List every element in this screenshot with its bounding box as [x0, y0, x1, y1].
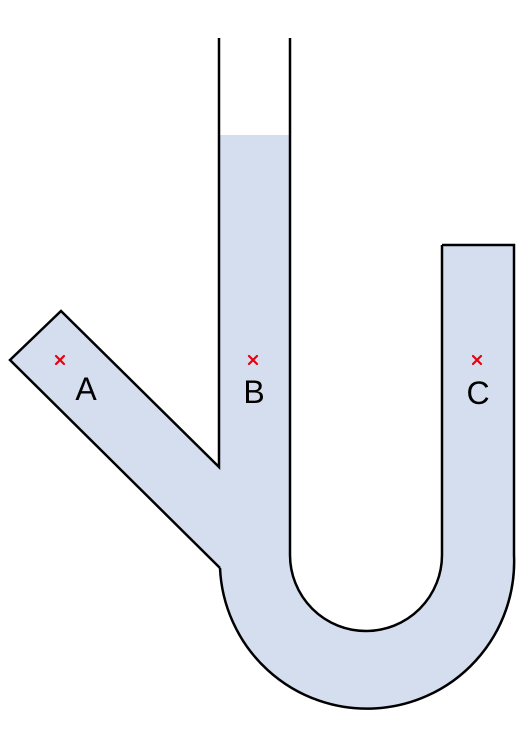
point-b: B: [243, 354, 265, 410]
point-b-label: B: [243, 374, 264, 410]
tube-wall-inner-bend: [288, 38, 444, 633]
point-b-marker: [247, 354, 259, 366]
point-a-label: A: [75, 371, 97, 407]
point-c-label: C: [466, 375, 489, 411]
tube-wall-outer: [218, 243, 516, 710]
liquid-fill: [10, 135, 515, 709]
point-c-marker: [471, 354, 483, 366]
point-c: C: [466, 354, 490, 411]
point-a-marker: [54, 354, 66, 366]
point-a: A: [54, 354, 97, 407]
tube-wall-inner-left: [8, 38, 221, 569]
